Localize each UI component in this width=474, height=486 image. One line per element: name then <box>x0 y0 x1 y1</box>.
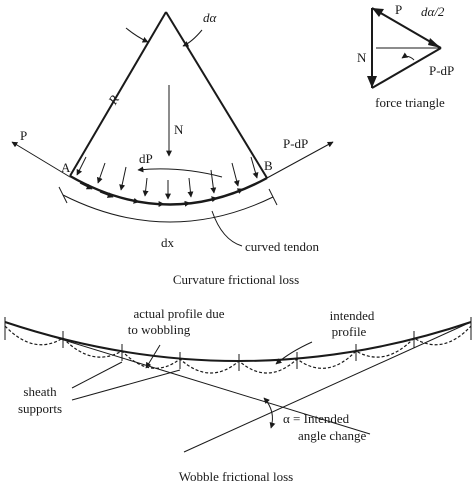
length-label: dx <box>161 235 175 250</box>
tension-right-arrow <box>266 141 334 179</box>
load-arrow <box>250 156 259 179</box>
radius-label: R <box>105 92 122 108</box>
friction-arrow <box>203 196 218 203</box>
friction-arrows <box>79 182 244 207</box>
triangle-pdp-label: P-dP <box>429 63 454 78</box>
friction-arrow <box>230 188 244 195</box>
curvature-caption: Curvature frictional loss <box>173 272 299 287</box>
distributed-load-arrows <box>76 156 259 200</box>
load-arrow <box>96 162 106 184</box>
triangle-pdp-side <box>371 47 442 89</box>
triangle-half-angle-label: dα/2 <box>421 4 445 19</box>
curvature-panel: dα R N P P-dP A B dP dx curved tendon Cu… <box>11 10 334 287</box>
normal-force-label: N <box>174 122 184 137</box>
sheath-support-ticks <box>4 317 472 371</box>
alpha-label-2: angle change <box>298 428 366 443</box>
angle-label: dα <box>203 10 218 25</box>
point-b-label: B <box>264 158 273 173</box>
actual-profile-leader <box>145 344 161 369</box>
tendon-label: curved tendon <box>245 239 320 254</box>
angle-arrow-right <box>182 29 203 47</box>
dx-tick-left <box>58 186 68 204</box>
triangle-angle-arc <box>401 52 415 61</box>
triangle-n-label: N <box>357 50 367 65</box>
friction-arrow <box>99 191 114 198</box>
friction-change-arrow <box>137 166 223 178</box>
load-arrow <box>187 177 194 198</box>
alpha-angle-arc <box>263 397 276 429</box>
actual-profile-label-2: to wobbling <box>128 322 191 337</box>
tangent-line-right <box>183 321 472 453</box>
intended-profile-leader <box>275 341 313 365</box>
tension-right-label: P-dP <box>283 136 308 151</box>
triangle-arrowhead-p <box>428 38 441 48</box>
tendon-outer-curve <box>62 194 274 223</box>
friction-arrow <box>124 197 140 204</box>
load-arrow <box>119 166 127 191</box>
friction-arrow <box>79 182 93 190</box>
sheath-label-2: supports <box>18 401 62 416</box>
sheath-leader-lower <box>71 369 181 401</box>
load-arrow <box>210 169 217 194</box>
tangent-line-left <box>4 321 371 435</box>
intended-profile-label-1: intended <box>330 308 375 323</box>
point-a-label: A <box>61 160 71 175</box>
triangle-caption: force triangle <box>375 95 445 110</box>
friction-arrow <box>175 200 191 207</box>
tension-left-arrow <box>11 141 71 178</box>
triangle-p-label: P <box>395 2 402 17</box>
sector-left-side <box>69 11 167 177</box>
angle-arrow-left <box>125 27 149 43</box>
load-arrow <box>142 177 149 197</box>
sector-right-side <box>165 11 268 179</box>
intended-profile-label-2: profile <box>332 324 367 339</box>
triangle-arrowhead-n <box>367 76 377 88</box>
sheath-label-1: sheath <box>23 384 57 399</box>
wobble-panel: actual profile due to wobbling intended … <box>4 306 472 484</box>
actual-wobbling-profile <box>4 325 472 374</box>
alpha-label-1: α = Intended <box>283 411 350 426</box>
force-triangle: P dα/2 N P-dP force triangle <box>357 2 454 110</box>
dx-tick-right <box>268 188 278 206</box>
intended-profile <box>4 321 472 362</box>
wobble-caption: Wobble frictional loss <box>179 469 294 484</box>
load-arrow <box>231 162 240 187</box>
actual-profile-label-1: actual profile due <box>134 306 225 321</box>
triangle-arrowhead-top <box>372 8 384 17</box>
tension-left-label: P <box>20 128 27 143</box>
tendon-leader <box>211 210 243 247</box>
sheath-leader-upper <box>71 361 123 389</box>
friction-change-label: dP <box>139 151 153 166</box>
load-arrow <box>76 156 87 176</box>
